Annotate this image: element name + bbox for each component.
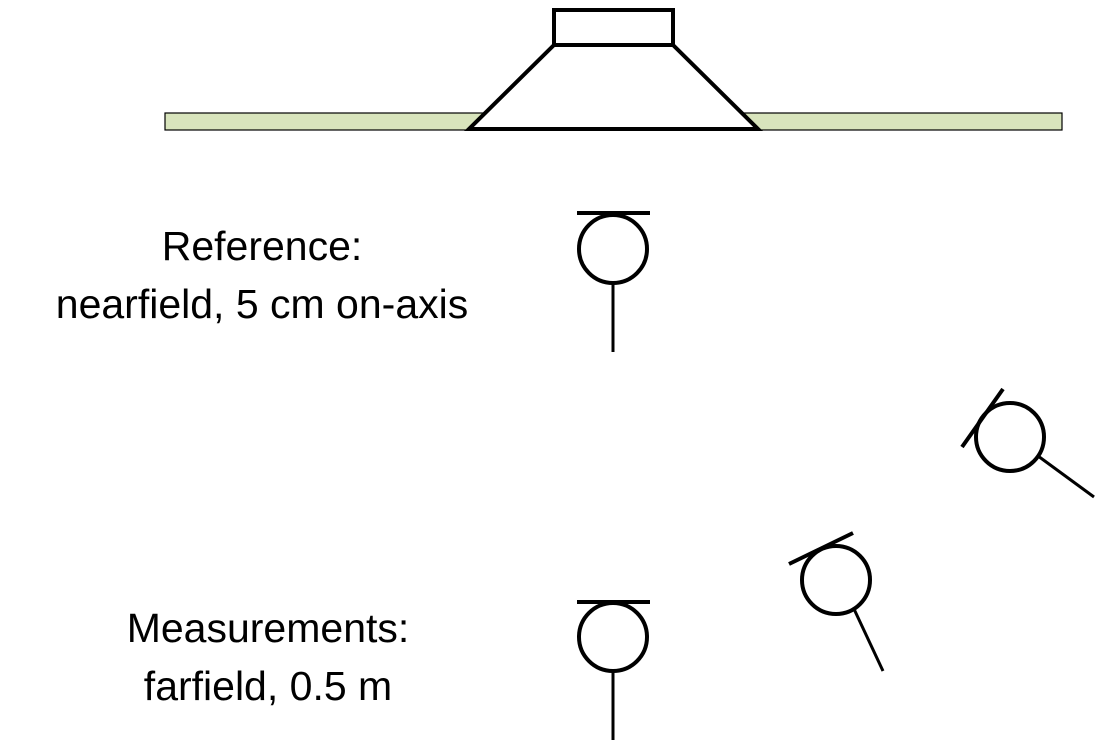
farfield-microphone-on-axis-icon (577, 600, 650, 740)
reference-title: Reference: (161, 223, 363, 269)
farfield-microphone-30deg-icon (788, 531, 885, 672)
measurements-description: farfield, 0.5 m (143, 663, 393, 709)
reference-description: nearfield, 5 cm on-axis (55, 281, 469, 327)
speaker-cone (464, 43, 763, 131)
speaker-magnet (552, 8, 675, 47)
reference-microphone-icon (577, 211, 650, 352)
measurements-title: Measurements: (126, 605, 410, 651)
loudspeaker-icon (464, 8, 763, 131)
reference-label: Reference: nearfield, 5 cm on-axis (20, 217, 504, 333)
farfield-microphone-60deg-icon (960, 387, 1095, 499)
measurements-label: Measurements: farfield, 0.5 m (60, 599, 476, 715)
